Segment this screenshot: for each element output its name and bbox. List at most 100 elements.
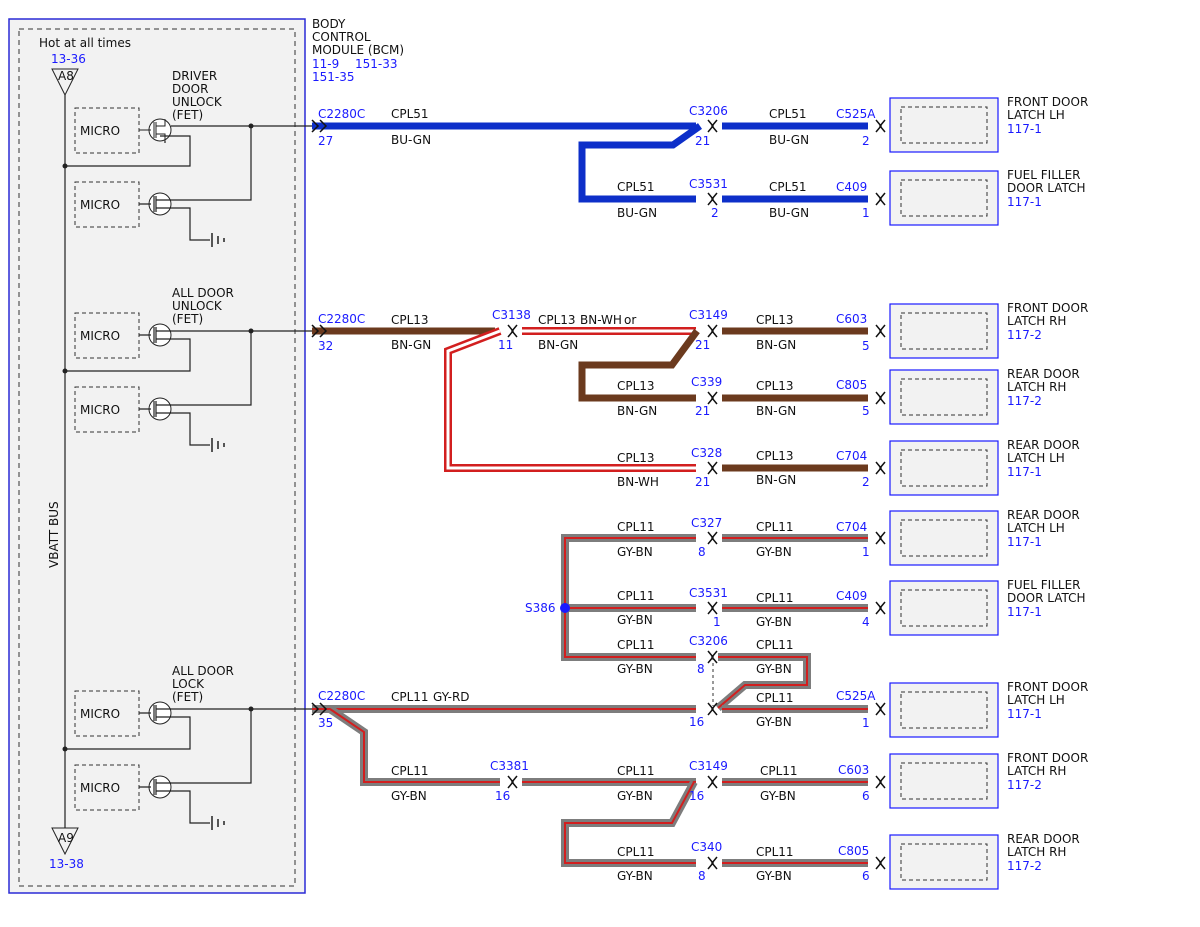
component-ref[interactable]: 117-1 <box>1007 605 1042 619</box>
component-ref[interactable]: 117-1 <box>1007 465 1042 479</box>
connector-name[interactable]: C328 <box>691 446 722 460</box>
connector-name[interactable]: C340 <box>691 840 722 854</box>
fet-icon <box>148 192 172 216</box>
connector-name[interactable]: C3149 <box>689 759 728 773</box>
connector-name[interactable]: C3531 <box>689 586 728 600</box>
connector-name[interactable]: C2280C <box>318 107 365 121</box>
connector-pin: 21 <box>695 475 710 489</box>
connector-pin: 11 <box>498 338 513 352</box>
component-name: LATCH RH <box>1007 380 1066 394</box>
connector-name[interactable]: C3138 <box>492 308 531 322</box>
wire-color: BN-WH <box>580 313 622 327</box>
wire-color: BU-GN <box>617 206 657 220</box>
connector-pin: 1 <box>862 716 870 730</box>
connector-name[interactable]: C704 <box>836 520 867 534</box>
component-ref[interactable]: 117-1 <box>1007 535 1042 549</box>
connector-name[interactable]: C805 <box>838 844 869 858</box>
connector-arrow-icon <box>875 192 886 206</box>
connector-name[interactable]: C409 <box>836 589 867 603</box>
fet-icon <box>148 701 172 725</box>
bcm-name-2: CONTROL <box>312 30 371 44</box>
connector-arrow-icon <box>707 391 718 405</box>
hot-at-all-times-label: Hot at all times <box>39 36 131 50</box>
connector-pin: 1 <box>713 615 721 629</box>
component-ref[interactable]: 117-2 <box>1007 394 1042 408</box>
bcm-ref-2[interactable]: 151-33 <box>355 57 398 71</box>
connector-name[interactable]: C603 <box>836 312 867 326</box>
fet-icon <box>148 323 172 347</box>
connector-name[interactable]: C409 <box>836 180 867 194</box>
connector-name[interactable]: C603 <box>838 763 869 777</box>
connector-name[interactable]: C2280C <box>318 689 365 703</box>
fet3-label-3: (FET) <box>172 690 203 704</box>
connector-arrow-icon <box>875 461 886 475</box>
wire-stripe <box>329 708 500 783</box>
connector-arrow-icon <box>875 324 886 338</box>
bcm-ref-3[interactable]: 151-35 <box>312 70 355 84</box>
component-ref[interactable]: 117-1 <box>1007 707 1042 721</box>
component-ref[interactable]: 117-1 <box>1007 195 1042 209</box>
connector-name[interactable]: C2280C <box>318 312 365 326</box>
connector-pin: 5 <box>862 339 870 353</box>
connector-pin: 8 <box>698 545 706 559</box>
component-ref[interactable]: 117-2 <box>1007 859 1042 873</box>
bcm-name-3: MODULE (BCM) <box>312 43 404 57</box>
component-name: LATCH LH <box>1007 693 1065 707</box>
top-terminal-ref[interactable]: 13-36 <box>51 52 86 66</box>
connector-pin: 8 <box>697 662 705 676</box>
wire-circuit: CPL11 <box>756 591 794 605</box>
connector-pin: 35 <box>318 716 333 730</box>
connector-name[interactable]: C525A <box>836 689 876 703</box>
wire-circuit: CPL11 <box>756 638 794 652</box>
connector-name[interactable]: C327 <box>691 516 722 530</box>
component-ref[interactable]: 117-2 <box>1007 328 1042 342</box>
connector-name[interactable]: C805 <box>836 378 867 392</box>
wire-segment <box>578 328 700 402</box>
component-box <box>889 753 999 809</box>
micro-label: MICRO <box>80 781 120 795</box>
connector-labels: C2280C 27 C2280C 32 C2280C 35 C3206 21 C… <box>318 104 876 883</box>
connector-arrow-icon <box>311 119 328 133</box>
fet1-label-4: (FET) <box>172 108 203 122</box>
component-ref[interactable]: 117-2 <box>1007 778 1042 792</box>
wire-circuit: CPL51 <box>391 107 429 121</box>
fet3-label-1: ALL DOOR <box>172 664 234 678</box>
wire-color: GY-BN <box>617 662 653 676</box>
splice-dot-icon[interactable] <box>560 603 570 613</box>
connector-name[interactable]: C525A <box>836 107 876 121</box>
connector-pin: 6 <box>862 869 870 883</box>
connector-name[interactable]: C704 <box>836 449 867 463</box>
connector-name[interactable]: C3531 <box>689 177 728 191</box>
ground-icon <box>211 816 225 830</box>
connector-arrow-icon <box>875 856 886 870</box>
component-name: LATCH RH <box>1007 845 1066 859</box>
connector-arrow-icon <box>707 702 718 716</box>
connector-name[interactable]: C3206 <box>689 634 728 648</box>
connector-name[interactable]: C3149 <box>689 308 728 322</box>
wire-circuit: CPL11 <box>617 589 655 603</box>
connector-name[interactable]: C339 <box>691 375 722 389</box>
wire-color: BN-WH <box>617 475 659 489</box>
component-name: FUEL FILLER <box>1007 168 1081 182</box>
connector-name[interactable]: C3206 <box>689 104 728 118</box>
connector-name[interactable]: C3381 <box>490 759 529 773</box>
wire-color: BN-GN <box>617 404 657 418</box>
splice-label[interactable]: S386 <box>525 601 556 615</box>
component-ref[interactable]: 117-1 <box>1007 122 1042 136</box>
connector-arrow-icon <box>875 702 886 716</box>
wire-circuit: CPL11 <box>756 691 794 705</box>
bottom-terminal-ref[interactable]: 13-38 <box>49 857 84 871</box>
connector-pin: 21 <box>695 134 710 148</box>
fet1-label-2: DOOR <box>172 82 208 96</box>
bcm-ref-1[interactable]: 11-9 <box>312 57 339 71</box>
